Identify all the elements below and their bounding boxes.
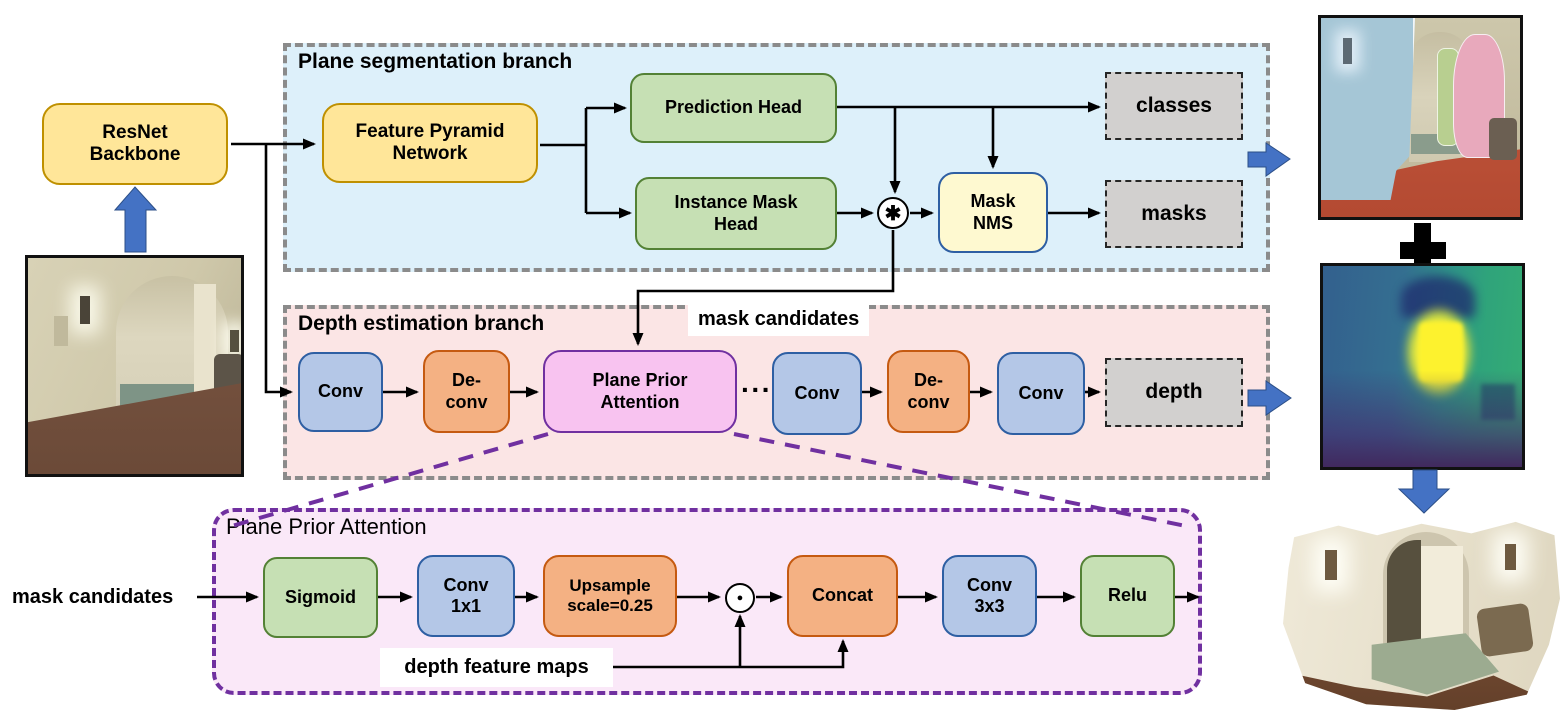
seg-chair [1489, 118, 1517, 160]
depth-branch-title: Depth estimation branch [298, 312, 545, 335]
node-conv-b: Conv [772, 352, 862, 435]
depth-feature-maps-label: depth feature maps [380, 648, 613, 687]
node-output-classes: classes [1105, 72, 1243, 140]
input-photo [25, 255, 244, 477]
depth-result-image [1320, 263, 1525, 470]
node-output-depth: depth [1105, 358, 1243, 427]
recon-sconce-right [1505, 544, 1516, 570]
photo-sconce-right [230, 330, 239, 352]
node-conv-a: Conv [298, 352, 383, 432]
node-upsample: Upsample scale=0.25 [543, 555, 677, 637]
node-resnet-backbone: ResNet Backbone [42, 103, 228, 185]
flow-arrow-down [1397, 469, 1451, 514]
node-feature-pyramid-network: Feature Pyramid Network [322, 103, 538, 183]
mask-candidates-top-label: mask candidates [688, 303, 870, 336]
node-conv-c: Conv [997, 352, 1085, 435]
mask-candidates-left-label: mask candidates [12, 586, 174, 608]
node-output-masks: masks [1105, 180, 1243, 248]
mask-assembly-operator-icon: ✱ [877, 197, 909, 229]
elementwise-product-operator-icon: ● [725, 583, 755, 613]
flow-arrow-up [113, 186, 158, 253]
seg-sconce [1343, 38, 1352, 64]
node-relu: Relu [1080, 555, 1175, 637]
node-conv-1x1: Conv 1x1 [417, 555, 515, 637]
node-deconv-a: De- conv [423, 350, 510, 433]
node-prediction-head: Prediction Head [630, 73, 837, 143]
photo-wall-detail [54, 316, 68, 346]
reconstruction-image [1283, 521, 1560, 710]
node-conv-3x3: Conv 3x3 [942, 555, 1037, 637]
recon-pillar [1421, 546, 1463, 650]
segmentation-branch-title: Plane segmentation branch [298, 50, 573, 73]
node-mask-nms: Mask NMS [938, 172, 1048, 253]
photo-arch-pillar [194, 284, 216, 410]
node-plane-prior-attention: Plane Prior Attention [543, 350, 737, 433]
segmentation-result-image [1318, 15, 1523, 220]
ellipsis: ··· [741, 374, 772, 405]
ppa-detail-title: Plane Prior Attention [226, 514, 427, 539]
recon-sconce-left [1325, 550, 1337, 580]
node-concat: Concat [787, 555, 898, 637]
node-sigmoid: Sigmoid [263, 557, 378, 638]
depth-floor-gradient [1323, 266, 1522, 467]
photo-sconce-left [80, 296, 90, 324]
recon-furniture [1475, 602, 1535, 658]
recon-arch-dark [1387, 540, 1421, 648]
node-deconv-b: De- conv [887, 350, 970, 433]
node-instance-mask-head: Instance Mask Head [635, 177, 837, 250]
